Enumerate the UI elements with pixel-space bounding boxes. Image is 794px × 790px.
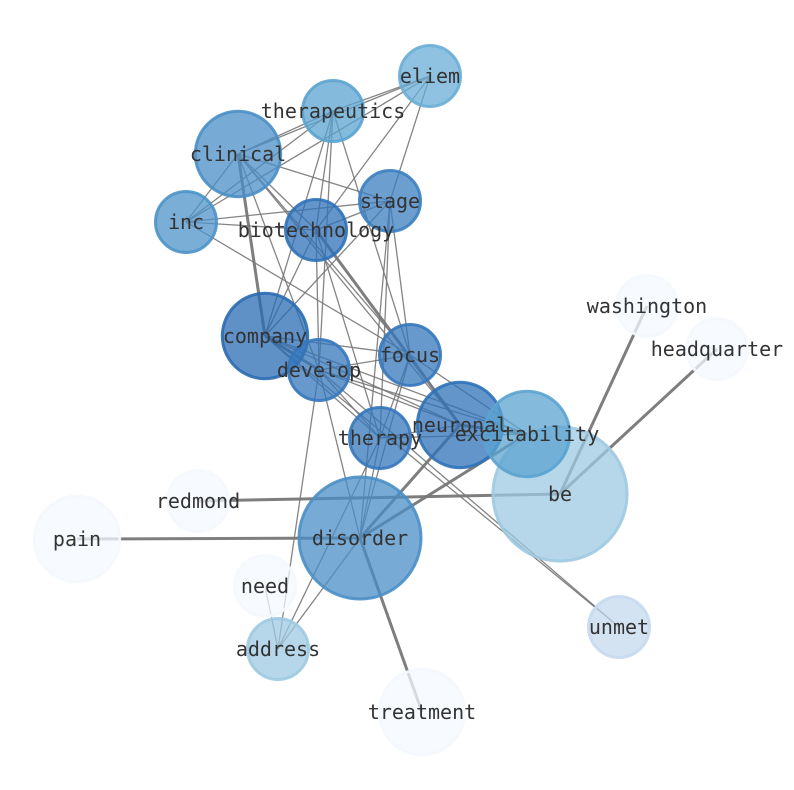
edge-therapeutics-focus (332, 110, 411, 356)
node-label-stage: stage (360, 189, 420, 213)
node-label-be: be (548, 482, 572, 506)
node-address (246, 617, 310, 681)
node-label-washington: washington (587, 294, 707, 318)
node-headquarter (685, 317, 749, 381)
edge-inc-focus (185, 221, 411, 356)
node-stage (358, 169, 422, 233)
label-layer: eliem therapeutics clinical stage inc biotech… (53, 64, 783, 724)
node-washington (615, 274, 679, 338)
edge-biotechnology-therapy (315, 229, 381, 439)
node-label-need: need (241, 574, 289, 598)
edge-inc-eliem (185, 75, 431, 223)
node-unmet (587, 595, 651, 659)
node-label-eliem: eliem (400, 64, 460, 88)
node-develop (287, 338, 351, 402)
node-therapy (348, 406, 412, 470)
node-treatment (377, 667, 467, 757)
node-clinical (193, 109, 283, 199)
node-label-therapy: therapy (338, 426, 422, 450)
node-label-company: company (223, 324, 307, 348)
node-label-redmond: redmond (156, 489, 240, 513)
node-company (220, 291, 310, 381)
node-label-neuronal: neuronal (412, 413, 508, 437)
edge-clinical-neuronal (237, 153, 461, 426)
node-label-disorder: disorder (312, 526, 408, 550)
node-label-pain: pain (53, 527, 101, 551)
node-label-unmet: unmet (589, 615, 649, 639)
node-disorder (297, 475, 423, 601)
node-eliem (398, 44, 462, 108)
node-label-treatment: treatment (368, 700, 476, 724)
node-redmond (166, 469, 230, 533)
edge-stage-therapy (379, 200, 391, 439)
node-label-develop: develop (277, 358, 361, 382)
node-label-excitability: excitability (455, 422, 600, 446)
node-need (233, 554, 297, 618)
node-label-focus: focus (380, 343, 440, 367)
node-focus (378, 323, 442, 387)
node-therapeutics (301, 79, 365, 143)
edge-inc-stage (185, 200, 391, 223)
node-label-address: address (236, 637, 320, 661)
node-excitability (482, 389, 572, 479)
node-label-biotechnology: biotechnology (238, 218, 395, 242)
node-inc (154, 190, 218, 254)
node-label-inc: inc (168, 210, 204, 234)
node-layer (32, 44, 749, 757)
node-label-therapeutics: therapeutics (261, 99, 406, 123)
node-label-headquarter: headquarter (651, 337, 783, 361)
node-biotechnology (284, 198, 348, 262)
node-label-clinical: clinical (190, 142, 286, 166)
node-pain (32, 494, 122, 584)
